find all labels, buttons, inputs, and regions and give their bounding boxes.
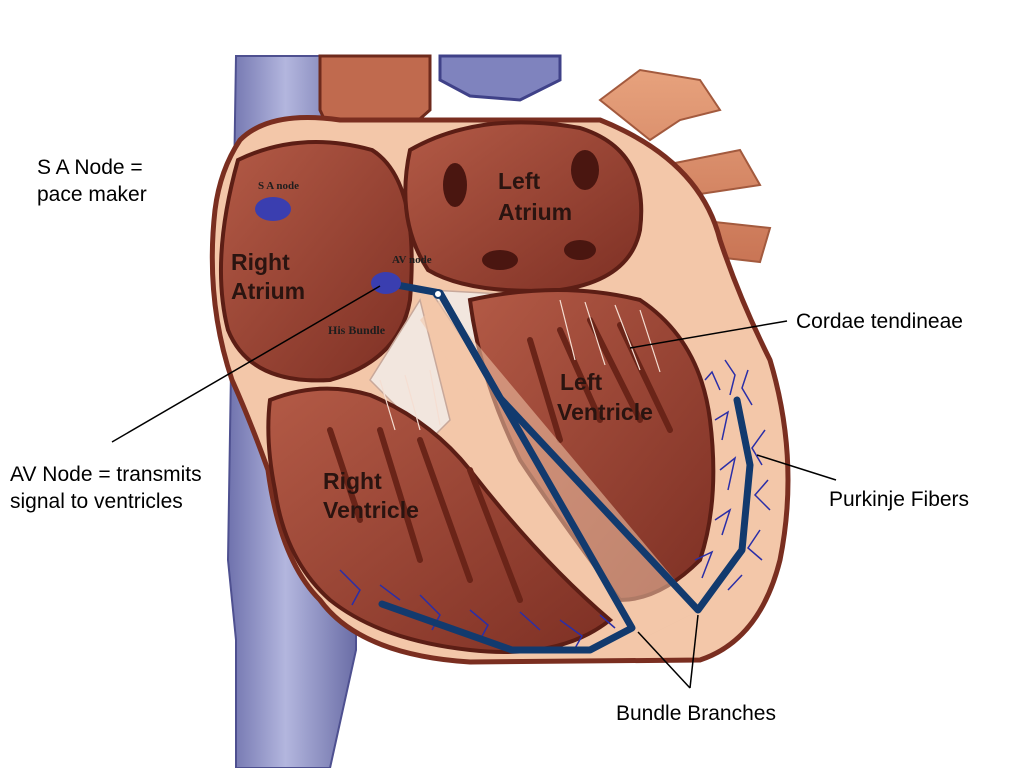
- leader-lines: [111, 285, 837, 689]
- purkinje-callout: Purkinje Fibers: [829, 488, 970, 511]
- right-atrium-label: Right: [231, 249, 290, 275]
- cordae-callout: Cordae tendineae: [796, 310, 963, 333]
- right-ventricle-label: Right: [323, 468, 382, 494]
- left-atrium-label: Left: [498, 168, 541, 194]
- bundle-branches-callout: Bundle Branches: [616, 702, 776, 725]
- sa-node-callout: S A Node = pace maker: [37, 154, 147, 208]
- av-node-callout-line1: AV Node = transmits: [10, 463, 202, 486]
- his-bundle-label: His Bundle: [328, 323, 386, 337]
- sa-node-label: S A node: [258, 180, 299, 192]
- right-ventricle-wall: [266, 386, 614, 654]
- av-node-label: AV node: [392, 254, 432, 266]
- sa-node: [255, 197, 291, 221]
- sa-node-callout-line2: pace maker: [37, 183, 147, 206]
- left-ventricle-label: Left: [560, 369, 603, 395]
- left-ventricle-label-2: Ventricle: [557, 399, 653, 425]
- pulmonary-trunk: [438, 54, 562, 102]
- left-atrium-label-2: Atrium: [498, 199, 572, 225]
- conduction-pathway: [378, 279, 754, 654]
- av-node-callout: AV Node = transmits signal to ventricles: [10, 461, 202, 515]
- chordae-strands: [327, 317, 673, 603]
- av-node-callout-line2: signal to ventricles: [10, 490, 183, 513]
- right-ventricle-label-2: Ventricle: [323, 497, 419, 523]
- right-atrium-label-2: Atrium: [231, 278, 305, 304]
- av-node: [371, 272, 401, 294]
- sa-node-callout-line1: S A Node =: [37, 156, 143, 179]
